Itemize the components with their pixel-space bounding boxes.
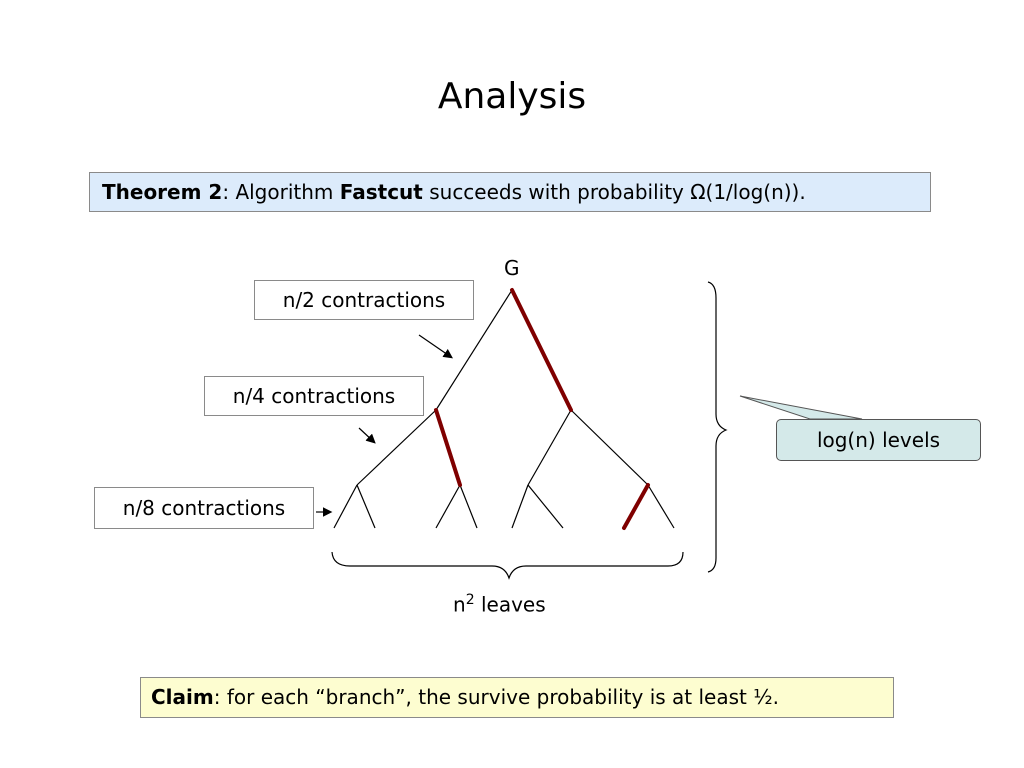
levels-brace — [707, 281, 728, 573]
theorem-separator: : Algorithm — [222, 180, 340, 204]
tree-edge — [570, 409, 649, 486]
leaf-edge — [511, 484, 529, 529]
label-n8-contractions: n/8 contractions — [94, 487, 314, 529]
tree-edge — [527, 409, 572, 486]
algorithm-name: Fastcut — [339, 180, 423, 204]
claim-text: : for each “branch”, the survive probabi… — [213, 685, 779, 709]
label-n2-contractions: n/2 contractions — [254, 280, 474, 320]
leaf-edge — [356, 484, 376, 529]
leaves-brace — [331, 551, 684, 580]
theorem-box: Theorem 2: Algorithm Fastcut succeeds wi… — [89, 172, 931, 212]
page-title: Analysis — [437, 76, 587, 117]
claim-label: Claim — [151, 685, 214, 709]
leaves-base: n — [453, 592, 466, 617]
tree-edge — [356, 409, 437, 486]
leaves-label: n2 leaves — [453, 592, 546, 617]
leaf-edge — [647, 484, 675, 529]
levels-callout: log(n) levels — [776, 419, 981, 461]
claim-box: Claim: for each “branch”, the survive pr… — [140, 677, 894, 718]
leaf-edge — [527, 484, 564, 529]
root-label: G — [504, 256, 520, 280]
highlight-edge — [510, 288, 573, 412]
theorem-text: succeeds with probability Ω(1/log(n)). — [422, 180, 806, 204]
highlight-edge — [622, 483, 650, 530]
leaf-edge — [459, 484, 478, 529]
arrow-n2 — [418, 334, 453, 359]
theorem-label: Theorem 2 — [102, 180, 223, 204]
tree-edge — [435, 289, 513, 411]
leaves-word: leaves — [474, 592, 546, 617]
levels-callout-pointer — [739, 395, 863, 420]
leaf-edge — [333, 484, 358, 529]
highlight-edge — [434, 408, 462, 487]
surviving-branches — [434, 288, 650, 530]
arrow-n4 — [358, 427, 376, 444]
leaves-exponent: 2 — [465, 592, 475, 608]
label-n4-contractions: n/4 contractions — [204, 376, 424, 416]
leaf-edge — [435, 484, 461, 529]
